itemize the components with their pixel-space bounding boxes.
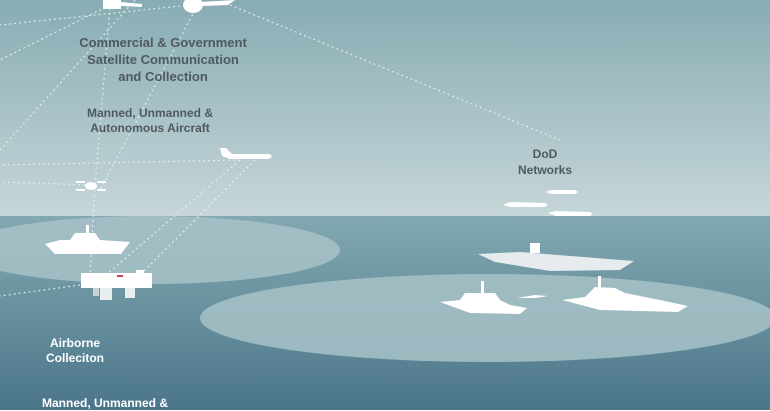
destroyer-icon [562,276,688,312]
aircraft-carrier-icon [478,243,634,271]
label-line: Commercial & Government [79,35,247,50]
drone-icon [76,181,106,191]
label-line: Satellite Communication [87,52,239,67]
coverage-zone-right [200,274,770,362]
network-links [0,0,561,297]
satellite-icon [103,0,142,9]
label-line: Colleciton [45,351,104,365]
aircraft-label: Manned, Unmanned & Autonomous Aircraft [70,106,230,136]
label-line: Autonomous Aircraft [90,121,210,135]
fighter-jet-icon [503,190,593,216]
airplane-icon [220,148,272,159]
label-line: and Collection [118,69,208,84]
airborne-collection-label: Airborne Colleciton [35,336,115,366]
label-line: Manned, Unmanned & [41,396,168,410]
bottom-label: Manned, Unmanned & [30,396,180,411]
label-line: Manned, Unmanned & [86,106,213,120]
ship-icon [45,225,130,254]
uav-icon [517,295,548,298]
satellite-icon [183,0,235,13]
ship-icon [440,281,527,314]
offshore-platform-icon [81,270,152,300]
label-line: Airborne [49,336,100,350]
label-line: DoD [532,147,558,161]
satellite-label: Commercial & Government Satellite Commun… [68,34,258,85]
dod-networks-label: DoD Networks [505,146,585,178]
label-line: Networks [517,163,573,177]
sky [0,0,770,216]
